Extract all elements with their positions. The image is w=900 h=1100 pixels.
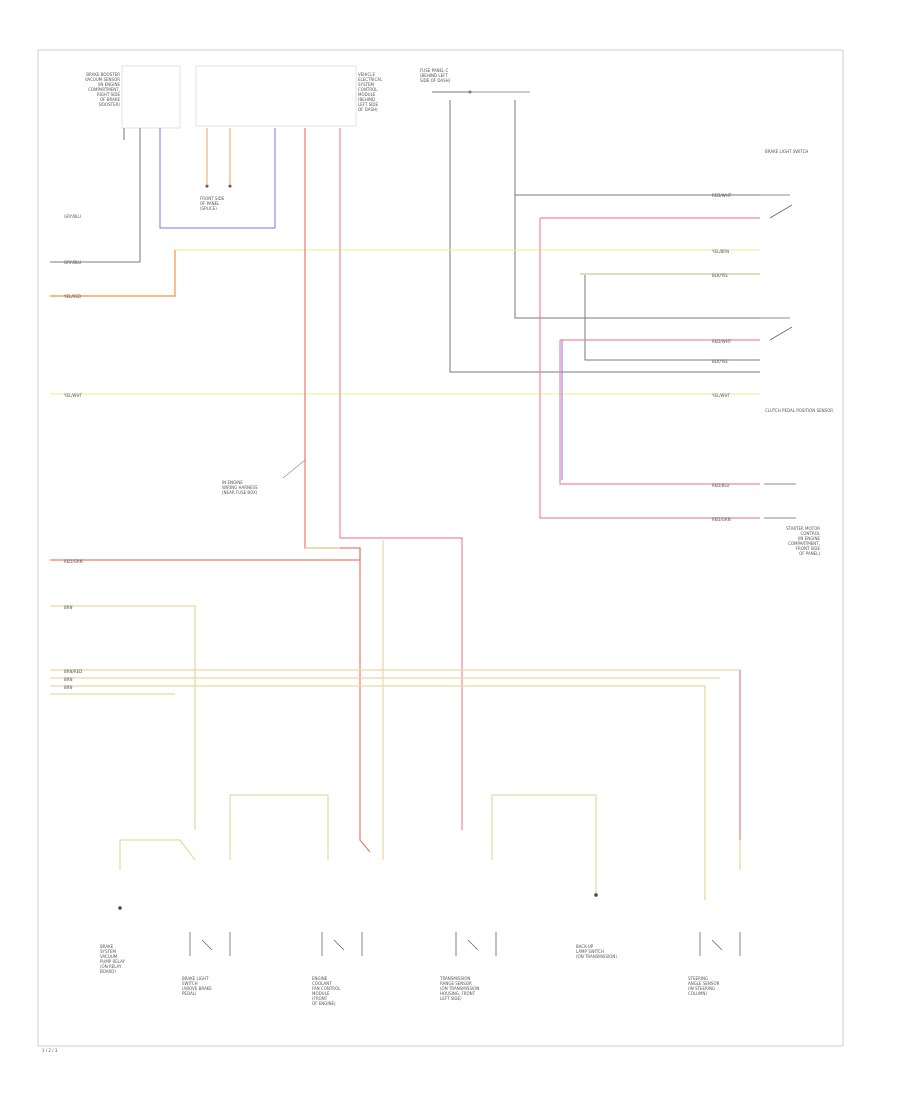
right-mid-tag: CLUTCH PEDAL POSITION SENSOR [765, 408, 833, 413]
wire-label-8: BRN [64, 677, 73, 682]
wire-label-6: BRN [64, 605, 73, 610]
right-wire-label-1: RED/WHT [712, 193, 732, 198]
brown-bus-wires [50, 605, 741, 900]
footer-code: 1 / 2 / 3 [42, 1048, 58, 1053]
yellow-wires [50, 249, 760, 395]
brake-light-switch-right [760, 194, 796, 519]
right-top-tag: BRAKE LIGHT SWITCH [765, 149, 808, 154]
right-wire-label-7: RED/BLU [712, 483, 730, 488]
wire-label-9: BRN [64, 685, 73, 690]
wire-label-4: YEL/WHT [63, 393, 83, 398]
wire-label-5: RED/GRN [64, 559, 83, 564]
gray-wires [50, 100, 760, 373]
wire-label-1: GRY/BLU [64, 214, 81, 219]
orange-wire [50, 250, 176, 297]
left-wire-labels: GRY/BLU GRY/BLU YEL/RED YEL/WHT RED/GRN … [63, 214, 83, 690]
wire-label-2: GRY/BLU [64, 260, 81, 265]
right-connector-labels: RED/WHT YEL/BRN BLK/YEL RED/WHT BLK/YEL … [711, 193, 732, 522]
right-wire-label-4: RED/WHT [712, 339, 732, 344]
right-wire-label-8: RED/GRN [712, 517, 731, 522]
bottom-switches [118, 893, 741, 956]
wire-label-7: BRN/RED [64, 669, 82, 674]
right-wire-label-6: YEL/WHT [711, 393, 731, 398]
red-wires [50, 128, 760, 853]
bottom-component-wires [119, 540, 597, 895]
wire-label-3: YEL/RED [63, 294, 81, 299]
diagram-frame [37, 49, 844, 1047]
right-wire-label-2: YEL/BRN [711, 249, 729, 254]
right-wire-label-3: BLK/YEL [712, 273, 729, 278]
right-wire-label-5: BLK/YEL [712, 359, 729, 364]
